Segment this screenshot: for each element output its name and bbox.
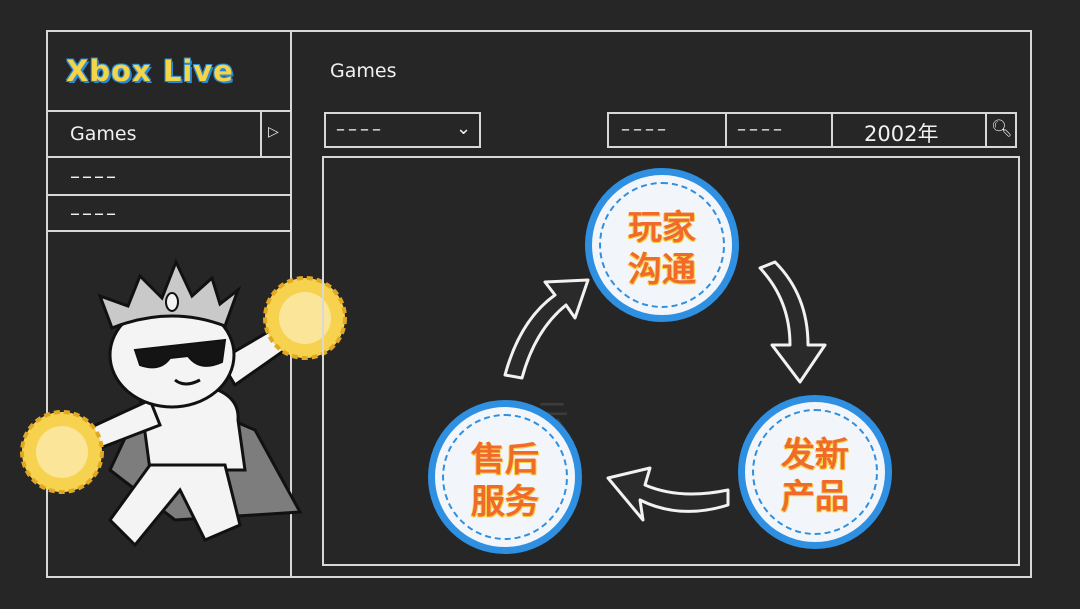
dropdown-value: –––– — [336, 119, 384, 140]
content-panel — [322, 156, 1020, 566]
app-window-frame — [46, 30, 1032, 578]
page-title: Games — [330, 60, 397, 82]
play-triangle-icon[interactable]: ▷ — [268, 124, 279, 140]
arrow-left — [606, 466, 730, 522]
app-logo: Xbox Live — [66, 54, 234, 88]
sidebar-item-placeholder-1[interactable]: –––– — [70, 164, 118, 188]
sidebar-item-games-divider — [260, 112, 262, 156]
cycle-node-player-communication: 玩家 沟通 — [585, 168, 739, 322]
year-filter[interactable]: 2002年 — [864, 122, 939, 146]
magnifier-icon[interactable]: 🔍︎ — [991, 119, 1013, 139]
chevron-down-icon: ⌄ — [456, 118, 472, 139]
sidebar-separator — [48, 230, 290, 232]
sidebar-separator — [48, 156, 290, 158]
filter-field-2[interactable]: –––– — [737, 119, 785, 140]
arrow-up-right — [503, 278, 590, 380]
sidebar-item-placeholder-2[interactable]: –––– — [70, 201, 118, 225]
cycle-node-label: 沟通 — [628, 250, 696, 290]
cycle-node-label: 产品 — [781, 477, 849, 517]
cycle-node-label: 售后 — [471, 440, 539, 480]
sidebar-item-games[interactable]: Games — [70, 123, 137, 145]
cycle-node-label: 发新 — [781, 435, 849, 475]
sidebar-separator — [48, 194, 290, 196]
sidebar-separator — [48, 110, 290, 112]
cycle-node-after-sales: 售后 服务 — [428, 400, 582, 554]
cycle-node-new-products: 发新 产品 — [738, 395, 892, 549]
category-dropdown[interactable]: –––– ⌄ — [324, 112, 481, 148]
filter-field-1[interactable]: –––– — [621, 119, 669, 140]
filter-separator — [725, 114, 727, 146]
filter-bar: –––– –––– 2002年 🔍︎ — [607, 112, 1017, 148]
cycle-node-label: 玩家 — [628, 208, 696, 248]
filter-separator — [985, 114, 987, 146]
filter-separator — [831, 114, 833, 146]
arrow-down — [758, 260, 827, 384]
cycle-node-label: 服务 — [471, 482, 539, 522]
